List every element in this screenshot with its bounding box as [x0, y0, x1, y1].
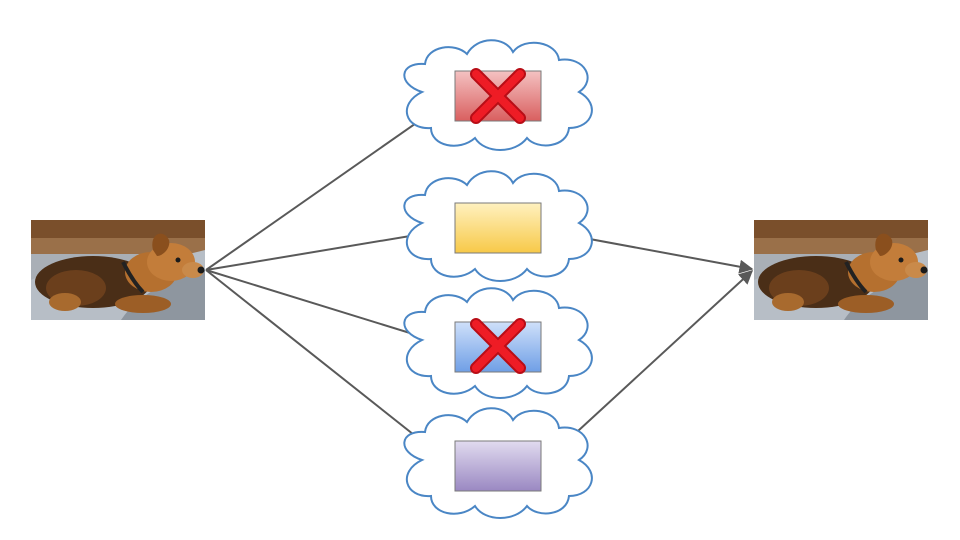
branch-1: [403, 39, 593, 151]
filter-box-purple: [454, 440, 542, 492]
branch-4: [403, 407, 593, 519]
branch-3: [403, 287, 593, 399]
output-dog-photo-icon: [752, 218, 930, 322]
branch-2: [403, 170, 593, 282]
filter-box-red: [454, 70, 542, 122]
filter-box-yellow: [454, 202, 542, 254]
arrow-input-to-branch-4: [205, 269, 454, 466]
arrow-input-to-branch-1: [205, 97, 454, 271]
input-dog-photo-icon: [29, 218, 207, 322]
